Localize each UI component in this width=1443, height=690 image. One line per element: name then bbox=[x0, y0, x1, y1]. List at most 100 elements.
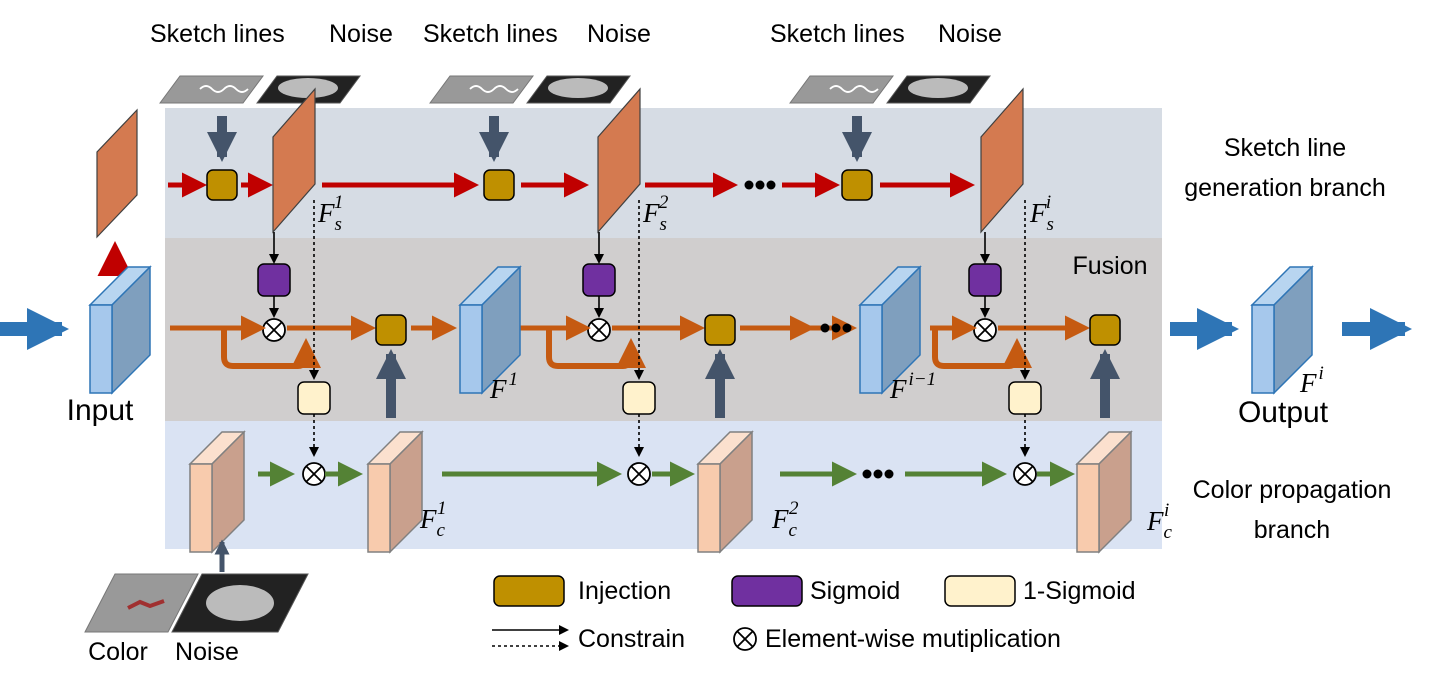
legend-sigmoid-label: Sigmoid bbox=[810, 577, 900, 605]
input-cube bbox=[88, 265, 152, 395]
legend-constrain-label: Constrain bbox=[578, 625, 685, 653]
injection-block bbox=[206, 169, 238, 201]
one-minus-sigmoid-block bbox=[622, 381, 656, 415]
sketch-branch-label: generation branch bbox=[1184, 174, 1386, 202]
sketch-lines-label: Sketch lines bbox=[423, 20, 558, 48]
multiply-cross-b bbox=[305, 465, 323, 483]
injection-block bbox=[1089, 314, 1121, 346]
multiply-cross-b bbox=[265, 321, 283, 339]
ellipsis-dot bbox=[744, 180, 754, 190]
ellipsis-dots bbox=[862, 469, 894, 479]
cube-front bbox=[89, 304, 113, 394]
multiply-cross-b bbox=[630, 465, 648, 483]
fs1-label: Fs1 bbox=[317, 192, 343, 235]
color-noise-thumbnails bbox=[84, 573, 309, 633]
fc1-cube bbox=[366, 430, 424, 554]
ellipsis-dot bbox=[884, 469, 894, 479]
noise-blob bbox=[278, 78, 338, 98]
skip-connection-arrow bbox=[221, 330, 321, 369]
fs2-label: Fs2 bbox=[642, 192, 669, 235]
color-branch-label: Color propagation bbox=[1193, 476, 1392, 504]
injection-block bbox=[841, 169, 873, 201]
fc2-cube bbox=[696, 430, 754, 554]
fsi-label: Fsi bbox=[1029, 192, 1054, 235]
skip-connection-arrow bbox=[546, 330, 646, 369]
legend-sigmoid-swatch bbox=[731, 575, 803, 607]
output-label: Output bbox=[1238, 396, 1329, 429]
ellipsis-dot bbox=[831, 323, 841, 333]
multiply-cross-b bbox=[590, 321, 608, 339]
noise-label: Noise bbox=[175, 638, 239, 666]
legend-injection-swatch bbox=[493, 575, 565, 607]
noise-blob bbox=[908, 78, 968, 98]
one-minus-sigmoid-block bbox=[297, 381, 331, 415]
sketch-noise-thumbnails bbox=[429, 75, 631, 104]
legend-elementwise-label: Element-wise mutiplication bbox=[765, 625, 1061, 653]
elementwise-multiply-icon bbox=[1013, 462, 1037, 486]
injection-block bbox=[704, 314, 736, 346]
ellipsis-dot bbox=[755, 180, 765, 190]
f1-cube bbox=[458, 265, 522, 395]
ellipsis-dot bbox=[862, 469, 872, 479]
legend-one-minus-sigmoid-label: 1-Sigmoid bbox=[1023, 577, 1136, 605]
sketch-branch-label: Sketch line bbox=[1224, 134, 1346, 162]
legend-one-minus-sigmoid-swatch bbox=[944, 575, 1016, 607]
legend-injection-label: Injection bbox=[578, 577, 671, 605]
color-stroke bbox=[127, 599, 165, 610]
color-label: Color bbox=[88, 638, 148, 666]
elementwise-multiply-icon bbox=[302, 462, 326, 486]
fci-label: Fci bbox=[1146, 500, 1173, 543]
elementwise-multiply-icon bbox=[262, 318, 286, 342]
ellipsis-dot bbox=[820, 323, 830, 333]
elementwise-multiply-icon bbox=[973, 318, 997, 342]
fs1-plate bbox=[272, 87, 316, 234]
sketch-noise-thumbnails bbox=[789, 75, 991, 104]
fusion-label: Fusion bbox=[1072, 252, 1147, 280]
cube-front bbox=[459, 304, 483, 394]
multiply-cross-b bbox=[736, 630, 754, 648]
cube-front bbox=[859, 304, 883, 394]
ellipsis-dot bbox=[842, 323, 852, 333]
noise-blob bbox=[206, 585, 274, 621]
sketch-stroke bbox=[199, 85, 249, 93]
fi-minus-1-cube bbox=[858, 265, 922, 395]
sketch-lines-label: Sketch lines bbox=[150, 20, 285, 48]
sigmoid-block bbox=[968, 263, 1002, 297]
output-cube bbox=[1250, 265, 1314, 395]
elementwise-multiply-icon bbox=[733, 627, 757, 651]
fc1-label: Fc1 bbox=[419, 498, 446, 541]
elementwise-multiply-icon bbox=[587, 318, 611, 342]
cube-front bbox=[1076, 463, 1100, 553]
multiply-cross-b bbox=[976, 321, 994, 339]
sigmoid-block bbox=[582, 263, 616, 297]
skip-connection-arrow bbox=[932, 330, 1032, 369]
injection-block bbox=[483, 169, 515, 201]
ellipsis-dot bbox=[766, 180, 776, 190]
ellipsis-dots bbox=[744, 180, 776, 190]
ellipsis-dots bbox=[820, 323, 852, 333]
sketch-stroke bbox=[829, 85, 879, 93]
input-label: Input bbox=[67, 394, 134, 427]
cube-front bbox=[697, 463, 721, 553]
cube-front bbox=[1251, 304, 1275, 394]
sigmoid-block bbox=[257, 263, 291, 297]
noise-label: Noise bbox=[938, 20, 1002, 48]
elementwise-multiply-icon bbox=[627, 462, 651, 486]
fsi-plate bbox=[980, 87, 1024, 234]
one-minus-sigmoid-block bbox=[1008, 381, 1042, 415]
noise-label: Noise bbox=[587, 20, 651, 48]
color-branch-label: branch bbox=[1254, 516, 1330, 544]
sketch-noise-thumbnails bbox=[159, 75, 361, 104]
cube-front bbox=[189, 463, 213, 553]
injection-block bbox=[375, 314, 407, 346]
input-sketch-feature bbox=[96, 108, 138, 239]
multiply-cross-b bbox=[1016, 465, 1034, 483]
sketch-lines-label: Sketch lines bbox=[770, 20, 905, 48]
fci-cube bbox=[1075, 430, 1133, 554]
noise-label: Noise bbox=[329, 20, 393, 48]
ellipsis-dot bbox=[873, 469, 883, 479]
cube-front bbox=[367, 463, 391, 553]
